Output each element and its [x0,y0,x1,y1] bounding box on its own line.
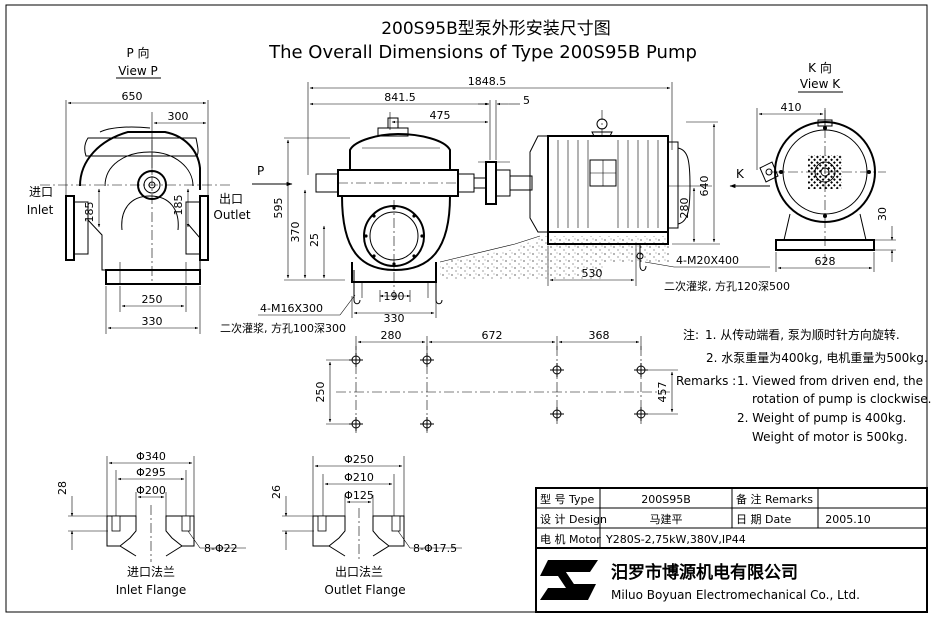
company-cn: 汨罗市博源机电有限公司 [611,562,798,583]
dim-530: 530 [582,267,603,280]
note-en-2b: Weight of motor is 500kg. [752,430,908,444]
outlet-flange-en: Outlet Flange [324,583,405,597]
inlet-cn: 进口 [29,185,53,199]
pump-grout-note: 二次灌浆, 方孔100深300 [220,321,346,335]
dim-in-200: Φ200 [136,484,166,497]
dim-in-340: Φ340 [136,450,166,463]
tb-type-value: 200S95B [641,493,691,506]
motor-bolt-spec: 4-M20X400 [676,254,739,267]
dim-370: 370 [289,222,302,243]
inlet-flange: Φ340 Φ295 Φ200 28 8-Φ22 进口法兰 Inlet Flang… [56,450,246,597]
dim-b-250: 250 [314,382,327,403]
dim-640: 640 [698,176,711,197]
view-k: K 向 View K 410 628 3 [756,60,896,272]
p-arrow-label: P [257,164,264,178]
inlet-en: Inlet [27,203,54,217]
dim-s-280: 280 [678,198,691,219]
title-block: 型 号 Type 200S95B 备 注 Remarks 设 计 Design … [535,487,928,613]
k-arrow-label: K [736,167,745,181]
dim-in-28: 28 [56,481,69,495]
company-en: Miluo Boyuan Electromechanical Co., Ltd. [611,588,860,602]
out-holes: 8-Φ17.5 [413,542,457,555]
view-p: P 向 View P 650 300 [27,45,251,334]
dim-595: 595 [272,198,285,219]
dim-1848: 1848.5 [468,75,507,88]
dim-475: 475 [430,109,451,122]
notes: 注: 1. 从传动端看, 泵为顺时针方向旋转. 2. 水泵重量为400kg, 电… [676,327,931,444]
view-p-en: View P [118,64,158,78]
outlet-en: Outlet [213,208,250,222]
tb-design-label: 设 计 Design [540,513,607,526]
dim-p-300: 300 [168,110,189,123]
pump-bolt-spec: 4-M16X300 [260,302,323,315]
dim-k-30: 30 [876,207,889,221]
dim-out-26: 26 [270,485,283,499]
dim-p-185-left: 185 [83,202,96,223]
dim-5: 5 [523,94,530,107]
dim-out-125: Φ125 [344,489,374,502]
dim-p-185-right: 185 [172,195,185,216]
dim-s-330: 330 [384,312,405,325]
view-k-en: View K [800,77,841,91]
inlet-flange-cn: 进口法兰 [127,565,175,579]
dim-190: 190 [384,290,405,303]
note-en-label: Remarks : [676,374,736,388]
dim-k-628: 628 [815,255,836,268]
tb-type-label: 型 号 Type [540,492,594,506]
dim-b-280: 280 [381,329,402,342]
dim-k-410: 410 [781,101,802,114]
dim-25: 25 [308,233,321,247]
company-logo [540,560,598,600]
dim-in-295: Φ295 [136,466,166,479]
note-cn-label: 注: [683,327,699,342]
note-en-1b: rotation of pump is clockwise. [752,392,931,406]
dim-p-330: 330 [142,315,163,328]
dim-p-250: 250 [142,293,163,306]
dim-b-457: 457 [656,382,669,403]
dim-p-650: 650 [122,90,143,103]
bolt-plan: 280 672 368 250 457 [314,329,678,436]
note-cn-2: 2. 水泵重量为400kg, 电机重量为500kg. [706,351,928,365]
motor-grout-note: 二次灌浆, 方孔120深500 [664,279,790,293]
dim-out-210: Φ210 [344,471,374,484]
title-en: The Overall Dimensions of Type 200S95B P… [268,42,697,63]
in-holes: 8-Φ22 [204,542,238,555]
tb-motor-label: 电 机 Motor [540,532,601,546]
tb-motor-value: Y280S-2,75kW,380V,IP44 [605,533,746,546]
tb-date-label: 日 期 Date [736,513,792,526]
dim-out-250: Φ250 [344,453,374,466]
view-p-cn: P 向 [126,45,149,60]
sheet-border [5,4,928,613]
inlet-flange-en: Inlet Flange [116,583,187,597]
note-cn-1: 1. 从传动端看, 泵为顺时针方向旋转. [705,327,900,342]
note-en-1a: 1. Viewed from driven end, the [737,374,923,388]
note-en-2a: 2. Weight of pump is 400kg. [737,411,906,425]
dim-b-672: 672 [482,329,503,342]
outlet-cn: 出口 [219,192,243,206]
outlet-flange: Φ250 Φ210 Φ125 26 8-Φ17.5 出口法兰 Outlet Fl… [270,453,462,597]
side-view: 1848.5 841.5 5 475 P 595 370 25 [220,75,790,335]
view-k-cn: K 向 [808,60,832,75]
tb-date-value: 2005.10 [825,513,871,526]
tb-remarks-label: 备 注 Remarks [736,492,813,506]
dim-b-368: 368 [589,329,610,342]
dim-841: 841.5 [384,91,416,104]
title-cn: 200S95B型泵外形安装尺寸图 [381,19,611,39]
outlet-flange-cn: 出口法兰 [335,565,383,579]
tb-design-value: 马建平 [650,512,683,526]
